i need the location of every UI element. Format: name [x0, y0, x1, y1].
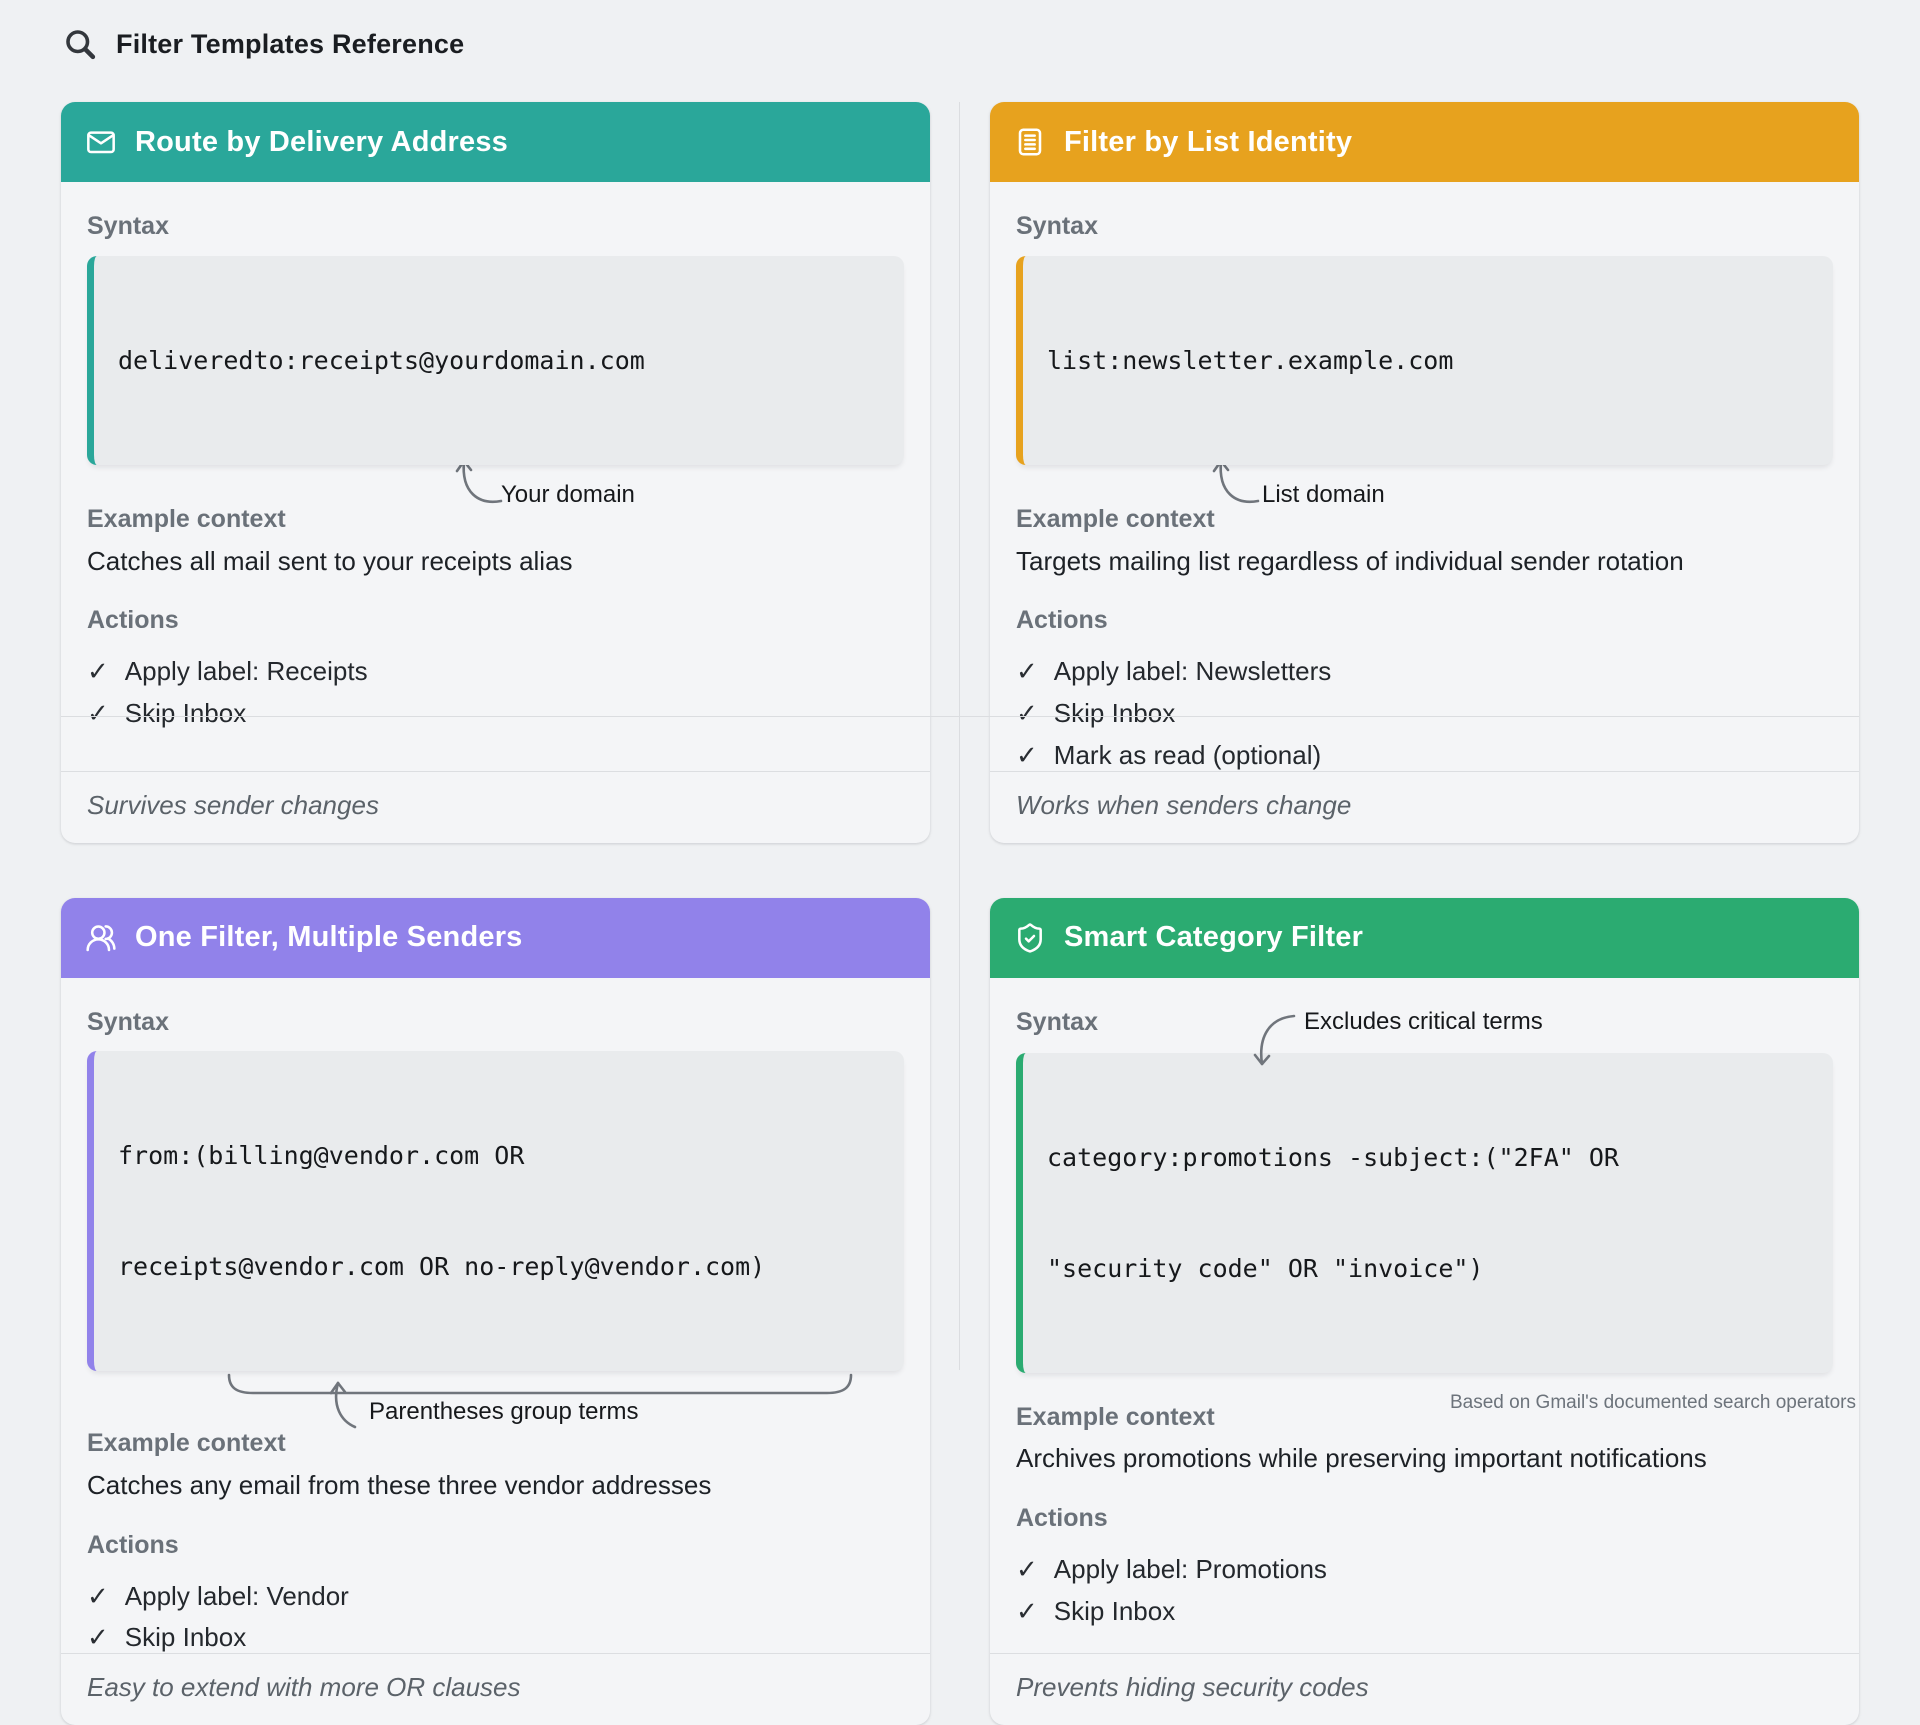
- example-context-text: Catches all mail sent to your receipts a…: [87, 545, 573, 576]
- actions-label: Actions: [87, 606, 179, 635]
- code-line: receipts@vendor.com OR no-reply@vendor.c…: [118, 1252, 766, 1282]
- example-context-label: Example context: [1016, 1402, 1215, 1431]
- annotation-text: Parentheses group terms: [369, 1398, 639, 1426]
- action-text: Apply label: Promotions: [1053, 1553, 1327, 1584]
- action-text: Apply label: Receipts: [124, 655, 368, 686]
- code-annotation: List domain: [1016, 459, 1833, 508]
- action-item: ✓ Apply label: Receipts: [87, 655, 904, 687]
- annotation-brace-arrow-icon: [227, 1374, 853, 1429]
- check-icon: ✓: [1016, 655, 1038, 686]
- check-icon: ✓: [1016, 1595, 1038, 1626]
- syntax-label: Syntax: [87, 212, 169, 240]
- code-line: deliveredto:receipts@yourdomain.com: [118, 345, 645, 375]
- check-icon: ✓: [1016, 739, 1038, 770]
- actions-label: Actions: [87, 1530, 179, 1559]
- actions-list: ✓ Apply label: Newsletters ✓ Skip Inbox …: [1016, 655, 1833, 771]
- code-line: category:promotions -subject:("2FA" OR: [1047, 1142, 1619, 1172]
- example-context-text: Targets mailing list regardless of indiv…: [1016, 545, 1684, 576]
- card-footer-note: Survives sender changes: [61, 770, 930, 843]
- action-text: Skip Inbox: [1053, 697, 1176, 728]
- syntax-code: from:(billing@vendor.com OR receipts@ven…: [87, 1051, 904, 1372]
- actions-list: ✓ Apply label: Promotions ✓ Skip Inbox: [1016, 1553, 1833, 1627]
- syntax-code: list:newsletter.example.com: [1016, 255, 1833, 465]
- card-filter-by-list-identity: Filter by List Identity Syntax list:news…: [990, 102, 1859, 843]
- card-smart-category-filter: Smart Category Filter Syntax Excludes cr…: [990, 897, 1859, 1725]
- list-icon: [1018, 128, 1042, 156]
- vertical-divider: [959, 102, 960, 1370]
- mail-icon: [87, 131, 115, 154]
- syntax-label: Syntax: [1016, 212, 1098, 240]
- annotation-text: List domain: [1262, 480, 1385, 508]
- example-context-text: Archives promotions while preserving imp…: [1016, 1443, 1707, 1474]
- action-text: Apply label: Newsletters: [1053, 655, 1332, 686]
- check-icon: ✓: [87, 655, 109, 686]
- syntax-row: Syntax Excludes critical terms: [1016, 1007, 1833, 1065]
- check-icon: ✓: [87, 697, 109, 728]
- syntax-label: Syntax: [87, 1007, 169, 1036]
- shield-check-icon: [1018, 923, 1042, 953]
- action-item: ✓ Apply label: Newsletters: [1016, 655, 1833, 687]
- card-title: One Filter, Multiple Senders: [135, 921, 523, 954]
- search-icon: [66, 30, 96, 60]
- action-text: Apply label: Vendor: [124, 1580, 349, 1611]
- syntax-code: category:promotions -subject:("2FA" OR "…: [1016, 1052, 1833, 1373]
- card-title: Smart Category Filter: [1064, 921, 1364, 954]
- actions-list: ✓ Apply label: Receipts ✓ Skip Inbox: [87, 655, 904, 729]
- card-route-by-delivery-address: Route by Delivery Address Syntax deliver…: [61, 102, 930, 843]
- code-line: from:(billing@vendor.com OR: [118, 1141, 525, 1171]
- actions-list: ✓ Apply label: Vendor ✓ Skip Inbox: [87, 1580, 904, 1654]
- annotation-text: Your domain: [501, 480, 635, 508]
- page-header: Filter Templates Reference: [62, 26, 464, 62]
- actions-label: Actions: [1016, 1504, 1108, 1533]
- action-text: Skip Inbox: [124, 1622, 247, 1653]
- action-text: Mark as read (optional): [1053, 739, 1322, 770]
- code-line: "security code" OR "invoice"): [1047, 1253, 1484, 1283]
- action-text: Skip Inbox: [124, 697, 247, 728]
- code-line: list:newsletter.example.com: [1047, 345, 1454, 375]
- action-item: ✓ Skip Inbox: [87, 697, 904, 729]
- syntax-code: deliveredto:receipts@yourdomain.com: [87, 255, 904, 465]
- attribution-note: Based on Gmail's documented search opera…: [1449, 1392, 1856, 1413]
- action-text: Skip Inbox: [1053, 1595, 1176, 1626]
- check-icon: ✓: [87, 1622, 109, 1653]
- card-header: One Filter, Multiple Senders: [61, 897, 930, 978]
- code-annotation: Parentheses group terms: [87, 1371, 904, 1429]
- action-item: ✓ Mark as read (optional): [1016, 739, 1833, 771]
- action-item: ✓ Skip Inbox: [1016, 1595, 1833, 1627]
- example-context-label: Example context: [87, 504, 286, 533]
- card-header: Smart Category Filter: [990, 897, 1859, 978]
- card-title: Route by Delivery Address: [135, 125, 508, 158]
- action-item: ✓ Skip Inbox: [87, 1623, 904, 1653]
- users-icon: [86, 924, 116, 951]
- action-item: ✓ Apply label: Promotions: [1016, 1553, 1833, 1585]
- card-title: Filter by List Identity: [1064, 125, 1353, 158]
- action-item: ✓ Apply label: Vendor: [87, 1580, 904, 1612]
- page-title: Filter Templates Reference: [116, 28, 465, 59]
- check-icon: ✓: [1016, 697, 1038, 728]
- example-context-text: Catches any email from these three vendo…: [87, 1470, 712, 1501]
- action-item: ✓ Skip Inbox: [1016, 697, 1833, 729]
- card-one-filter-multiple-senders: One Filter, Multiple Senders Syntax from…: [61, 897, 930, 1725]
- card-footer-note: Works when senders change: [990, 770, 1859, 843]
- card-grid: Route by Delivery Address Syntax deliver…: [61, 102, 1859, 1725]
- code-annotation: Your domain: [87, 459, 904, 508]
- horizontal-divider: [61, 716, 1859, 717]
- annotation-text: Excludes critical terms: [1304, 1007, 1543, 1035]
- card-footer-note: Easy to extend with more OR clauses: [61, 1653, 930, 1725]
- syntax-label: Syntax: [1016, 1007, 1098, 1036]
- example-context-label: Example context: [1016, 504, 1215, 533]
- actions-label: Actions: [1016, 606, 1108, 635]
- card-header: Route by Delivery Address: [61, 102, 930, 182]
- card-header: Filter by List Identity: [990, 102, 1859, 182]
- annotation-arrow-icon: [1253, 1014, 1296, 1065]
- check-icon: ✓: [1016, 1553, 1038, 1584]
- check-icon: ✓: [87, 1580, 109, 1611]
- card-footer-note: Prevents hiding security codes: [990, 1653, 1859, 1725]
